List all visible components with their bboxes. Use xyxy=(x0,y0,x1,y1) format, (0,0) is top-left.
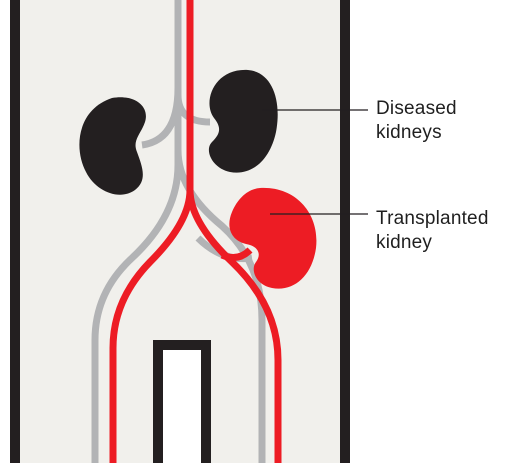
transplanted-kidney-label-line1: Transplanted xyxy=(376,207,489,231)
bladder-outline xyxy=(158,345,206,463)
diseased-kidneys-label-line1: Diseased xyxy=(376,97,457,121)
transplanted-kidney-label: Transplanted kidney xyxy=(376,207,489,255)
transplanted-kidney-label-line2: kidney xyxy=(376,231,489,255)
right-body-wall xyxy=(340,0,350,463)
left-body-wall xyxy=(10,0,20,463)
diseased-kidneys-label-line2: kidneys xyxy=(376,121,457,145)
diseased-kidneys-label: Diseased kidneys xyxy=(376,97,457,145)
